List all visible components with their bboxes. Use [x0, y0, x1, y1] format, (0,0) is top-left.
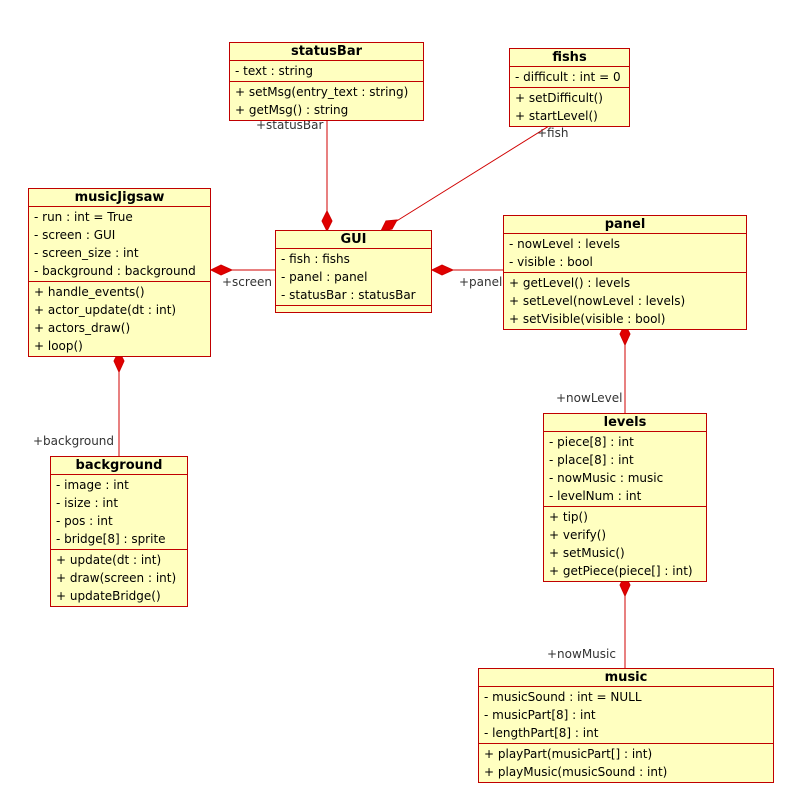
operation: + setVisible(visible : bool) [509, 312, 666, 326]
operation: + handle_events() [34, 285, 145, 299]
role-label-statusbar: +statusBar [256, 118, 324, 132]
role-label-nowmusic: +nowMusic [547, 647, 616, 661]
operations-section: + playPart(musicPart[] : int) + playMusi… [479, 744, 773, 782]
association-fishs-gui [394, 120, 558, 223]
attribute: - pos : int [56, 514, 113, 528]
operations-section: + setMsg(entry_text : string) + getMsg()… [230, 82, 423, 120]
class-levels[interactable]: levels - piece[8] : int - place[8] : int… [543, 413, 707, 582]
operation: + verify() [549, 528, 607, 542]
operation: + getLevel() : levels [509, 276, 631, 290]
composition-diamond-musicjigsaw [209, 264, 234, 276]
class-name: statusBar [230, 43, 423, 61]
attributes-section: - musicSound : int = NULL - musicPart[8]… [479, 687, 773, 744]
role-label-panel: +panel [459, 275, 503, 289]
class-name: levels [544, 414, 706, 432]
attribute: - fish : fishs [281, 252, 350, 266]
operations-section: + getLevel() : levels + setLevel(nowLeve… [504, 273, 746, 329]
class-name: GUI [276, 231, 431, 249]
operation: + tip() [549, 510, 588, 524]
attribute: - piece[8] : int [549, 435, 634, 449]
class-name: musicJigsaw [29, 189, 210, 207]
operations-section: + tip() + verify() + setMusic() + getPie… [544, 507, 706, 581]
operations-section: + handle_events() + actor_update(dt : in… [29, 282, 210, 356]
class-music[interactable]: music - musicSound : int = NULL - musicP… [478, 668, 774, 783]
class-musicjigsaw[interactable]: musicJigsaw - run : int = True - screen … [28, 188, 211, 357]
operation: + draw(screen : int) [56, 571, 177, 585]
attribute: - levelNum : int [549, 489, 642, 503]
attribute: - visible : bool [509, 255, 593, 269]
attributes-section: - text : string [230, 61, 423, 82]
attribute: - isize : int [56, 496, 119, 510]
composition-diamond-gui-top-left [321, 209, 333, 233]
attribute: - screen_size : int [34, 246, 139, 260]
attribute: - statusBar : statusBar [281, 288, 416, 302]
class-name: panel [504, 216, 746, 234]
attribute: - bridge[8] : sprite [56, 532, 166, 546]
class-fishs[interactable]: fishs - difficult : int = 0 + setDifficu… [509, 48, 630, 127]
class-name: music [479, 669, 773, 687]
role-label-background: +background [33, 434, 115, 448]
attributes-section: - nowLevel : levels - visible : bool [504, 234, 746, 273]
class-statusbar[interactable]: statusBar - text : string + setMsg(entry… [229, 42, 424, 121]
operations-section: + update(dt : int) + draw(screen : int) … [51, 550, 187, 606]
operation: + actor_update(dt : int) [34, 303, 177, 317]
class-gui[interactable]: GUI - fish : fishs - panel : panel - sta… [275, 230, 432, 313]
attributes-section: - fish : fishs - panel : panel - statusB… [276, 249, 431, 306]
operation: + updateBridge() [56, 589, 161, 603]
attribute: - musicPart[8] : int [484, 708, 596, 722]
operation: + setLevel(nowLevel : levels) [509, 294, 686, 308]
operation: + getMsg() : string [235, 103, 349, 117]
operation: + setMsg(entry_text : string) [235, 85, 409, 99]
role-label-nowlevel: +nowLevel [556, 391, 623, 405]
operations-section: + setDifficult() + startLevel() [510, 88, 629, 126]
class-name: fishs [510, 49, 629, 67]
operation: + setMusic() [549, 546, 625, 560]
role-label-fish: +fish [537, 126, 569, 140]
class-name: background [51, 457, 187, 475]
attribute: - image : int [56, 478, 129, 492]
operation: + playPart(musicPart[] : int) [484, 747, 653, 761]
composition-diamond-gui-right [430, 264, 455, 276]
operation: + loop() [34, 339, 83, 353]
attributes-section: - run : int = True - screen : GUI - scre… [29, 207, 210, 282]
operation: + playMusic(musicSound : int) [484, 765, 668, 779]
class-panel[interactable]: panel - nowLevel : levels - visible : bo… [503, 215, 747, 330]
attributes-section: - difficult : int = 0 [510, 67, 629, 88]
attribute: - lengthPart[8] : int [484, 726, 599, 740]
attribute: - text : string [235, 64, 313, 78]
attributes-section: - piece[8] : int - place[8] : int - nowM… [544, 432, 706, 507]
class-background[interactable]: background - image : int - isize : int -… [50, 456, 188, 607]
attribute: - place[8] : int [549, 453, 634, 467]
operation: + update(dt : int) [56, 553, 162, 567]
operation: + setDifficult() [515, 91, 603, 105]
attribute: - nowMusic : music [549, 471, 664, 485]
attribute: - difficult : int = 0 [515, 70, 621, 84]
operation: + startLevel() [515, 109, 598, 123]
operation: + actors_draw() [34, 321, 131, 335]
attribute: - screen : GUI [34, 228, 116, 242]
operation: + getPiece(piece[] : int) [549, 564, 693, 578]
attribute: - nowLevel : levels [509, 237, 621, 251]
attribute: - run : int = True [34, 210, 133, 224]
attribute: - background : background [34, 264, 196, 278]
operations-section [276, 306, 431, 312]
attribute: - panel : panel [281, 270, 368, 284]
attribute: - musicSound : int = NULL [484, 690, 642, 704]
attributes-section: - image : int - isize : int - pos : int … [51, 475, 187, 550]
role-label-screen: +screen [222, 275, 272, 289]
composition-diamond-gui-top-right [380, 219, 398, 232]
